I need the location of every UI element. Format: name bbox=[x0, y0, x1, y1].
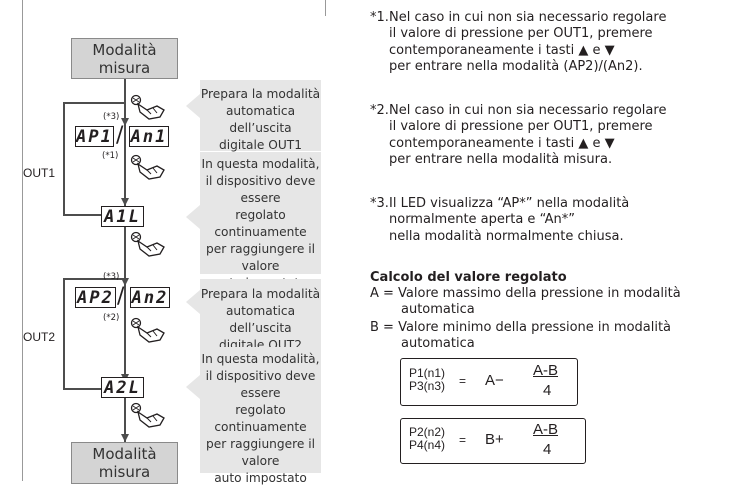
display-ap1: AP1 bbox=[75, 126, 114, 147]
out1-loop-bottom bbox=[63, 214, 101, 216]
ref-note-3: (*3) bbox=[103, 272, 120, 282]
slash-separator: / bbox=[117, 284, 125, 309]
calc-b-line1: B = Valore minimo della pressione in mod… bbox=[370, 320, 672, 335]
calc-b-line2: automatica bbox=[401, 336, 475, 351]
out1-label: OUT1 bbox=[23, 166, 56, 180]
page-right-border bbox=[325, 0, 326, 16]
callout-pointer bbox=[186, 94, 200, 118]
ref-note-2: (*2) bbox=[103, 313, 120, 323]
note-3-mark: *3. bbox=[370, 196, 389, 211]
callout-prepare-out1: Prepara la modalità automatica dell’usci… bbox=[200, 80, 321, 152]
page-left-border bbox=[22, 0, 23, 481]
calc-title: Calcolo del valore regolato bbox=[370, 270, 567, 285]
arrow-down-icon bbox=[121, 434, 129, 442]
formula-2-denominator: 4 bbox=[543, 441, 552, 458]
formula-box-2: P2(n2) P4(n4) = B+ A-B 4 bbox=[400, 418, 586, 464]
formula-box-1: P1(n1) P3(n3) = A− A-B 4 bbox=[400, 358, 578, 406]
hand-press-icon bbox=[130, 402, 165, 428]
ref-note-3: (*3) bbox=[103, 112, 120, 122]
arrow-down-icon bbox=[121, 278, 129, 286]
formula-2-eq: = bbox=[459, 433, 467, 447]
formula-1-op: A− bbox=[485, 372, 504, 389]
display-an1: An1 bbox=[129, 126, 169, 147]
hand-press-icon bbox=[130, 154, 165, 180]
calc-a-line2: automatica bbox=[401, 302, 475, 317]
note-1-mark: *1. bbox=[370, 10, 389, 25]
out2-loop-top bbox=[63, 278, 124, 280]
note-2-mark: *2. bbox=[370, 103, 389, 118]
formula-1-numerator: A-B bbox=[533, 362, 559, 379]
hand-press-icon bbox=[130, 317, 165, 343]
callout-continuous-out1: In questa modalità, il dispositivo deve … bbox=[200, 152, 321, 290]
hand-press-icon bbox=[130, 231, 165, 257]
slash-separator: / bbox=[116, 123, 124, 148]
mode-measure-top: Modalità misura bbox=[71, 38, 178, 79]
display-ap2: AP2 bbox=[75, 287, 116, 308]
mode-measure-bottom: Modalità misura bbox=[71, 442, 178, 484]
arrow-down-icon bbox=[121, 198, 129, 206]
formula-1-eq: = bbox=[459, 374, 467, 388]
callout-pointer bbox=[186, 205, 200, 229]
formula-2-op: B+ bbox=[485, 431, 504, 448]
note-3-text: Il LED visualizza “AP*” nella modalità n… bbox=[389, 196, 630, 244]
display-an2: An2 bbox=[130, 287, 170, 308]
formula-1-left: P1(n1) P3(n3) bbox=[409, 366, 446, 393]
calc-a-line1: A = Valore massimo della pressione in mo… bbox=[370, 286, 681, 301]
out2-label: OUT2 bbox=[23, 330, 56, 344]
callout-prepare-out2: Prepara la modalità automatica dell’usci… bbox=[200, 279, 321, 352]
arrow-down-icon bbox=[121, 118, 129, 126]
ref-note-1: (*1) bbox=[102, 151, 119, 161]
note-1-text: Nel caso in cui non sia necessario regol… bbox=[389, 10, 667, 75]
out1-loop-top bbox=[63, 102, 124, 104]
callout-pointer bbox=[186, 290, 200, 314]
flow-main-line bbox=[124, 79, 126, 451]
display-a2l: A2L bbox=[101, 377, 144, 398]
formula-2-left: P2(n2) P4(n4) bbox=[409, 425, 446, 452]
out2-loop-side bbox=[63, 278, 65, 389]
out2-loop-bottom bbox=[63, 388, 101, 390]
callout-pointer bbox=[186, 375, 200, 399]
formula-2-numerator: A-B bbox=[533, 421, 559, 438]
display-a1l: A1L bbox=[101, 206, 144, 227]
callout-continuous-out2: In questa modalità, il dispositivo deve … bbox=[200, 347, 321, 485]
note-2-text: Nel caso in cui non sia necessario regol… bbox=[389, 103, 667, 168]
out1-loop-side bbox=[63, 102, 65, 215]
hand-press-icon bbox=[130, 94, 165, 120]
formula-1-denominator: 4 bbox=[543, 382, 552, 399]
